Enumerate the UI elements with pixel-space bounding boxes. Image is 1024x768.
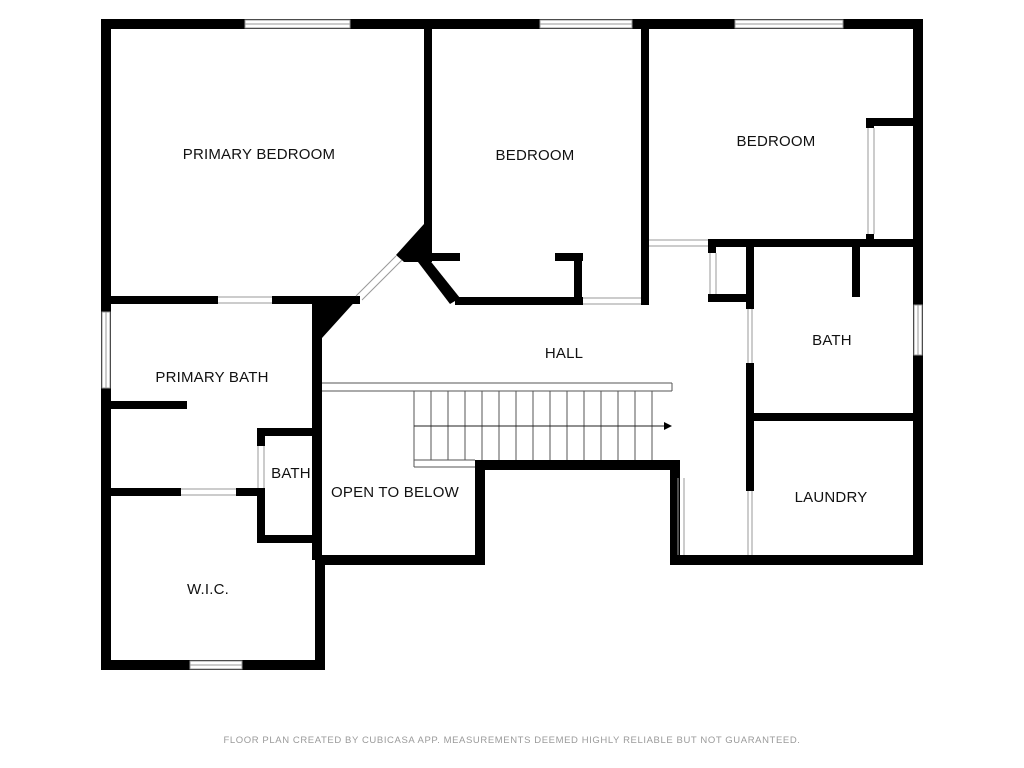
room-label-bath-small: BATH bbox=[271, 465, 311, 482]
room-label-primary-bath: PRIMARY BATH bbox=[155, 369, 268, 386]
outer-walls bbox=[101, 19, 923, 670]
staircase bbox=[322, 382, 673, 468]
openings bbox=[181, 128, 875, 555]
room-label-bedroom-center: BEDROOM bbox=[496, 147, 575, 164]
room-label-wic: W.I.C. bbox=[187, 581, 229, 598]
window bbox=[734, 19, 844, 29]
stair-arrow-icon bbox=[664, 422, 672, 430]
room-label-primary-bedroom: PRIMARY BEDROOM bbox=[183, 146, 335, 163]
room-label-laundry: LAUNDRY bbox=[795, 489, 868, 506]
window bbox=[189, 660, 243, 670]
disclaimer-footer: FLOOR PLAN CREATED BY CUBICASA APP. MEAS… bbox=[223, 735, 801, 746]
room-label-bath-right: BATH bbox=[812, 332, 852, 349]
room-label-hall: HALL bbox=[545, 345, 583, 362]
room-label-bedroom-right: BEDROOM bbox=[737, 133, 816, 150]
room-labels: PRIMARY BEDROOM BEDROOM BEDROOM HALL BAT… bbox=[155, 133, 867, 598]
window bbox=[539, 19, 633, 29]
window bbox=[101, 311, 111, 389]
windows bbox=[101, 19, 923, 670]
interior-walls bbox=[111, 29, 923, 560]
room-label-open-to-below: OPEN TO BELOW bbox=[331, 484, 460, 501]
window bbox=[913, 304, 923, 356]
window bbox=[244, 19, 351, 29]
